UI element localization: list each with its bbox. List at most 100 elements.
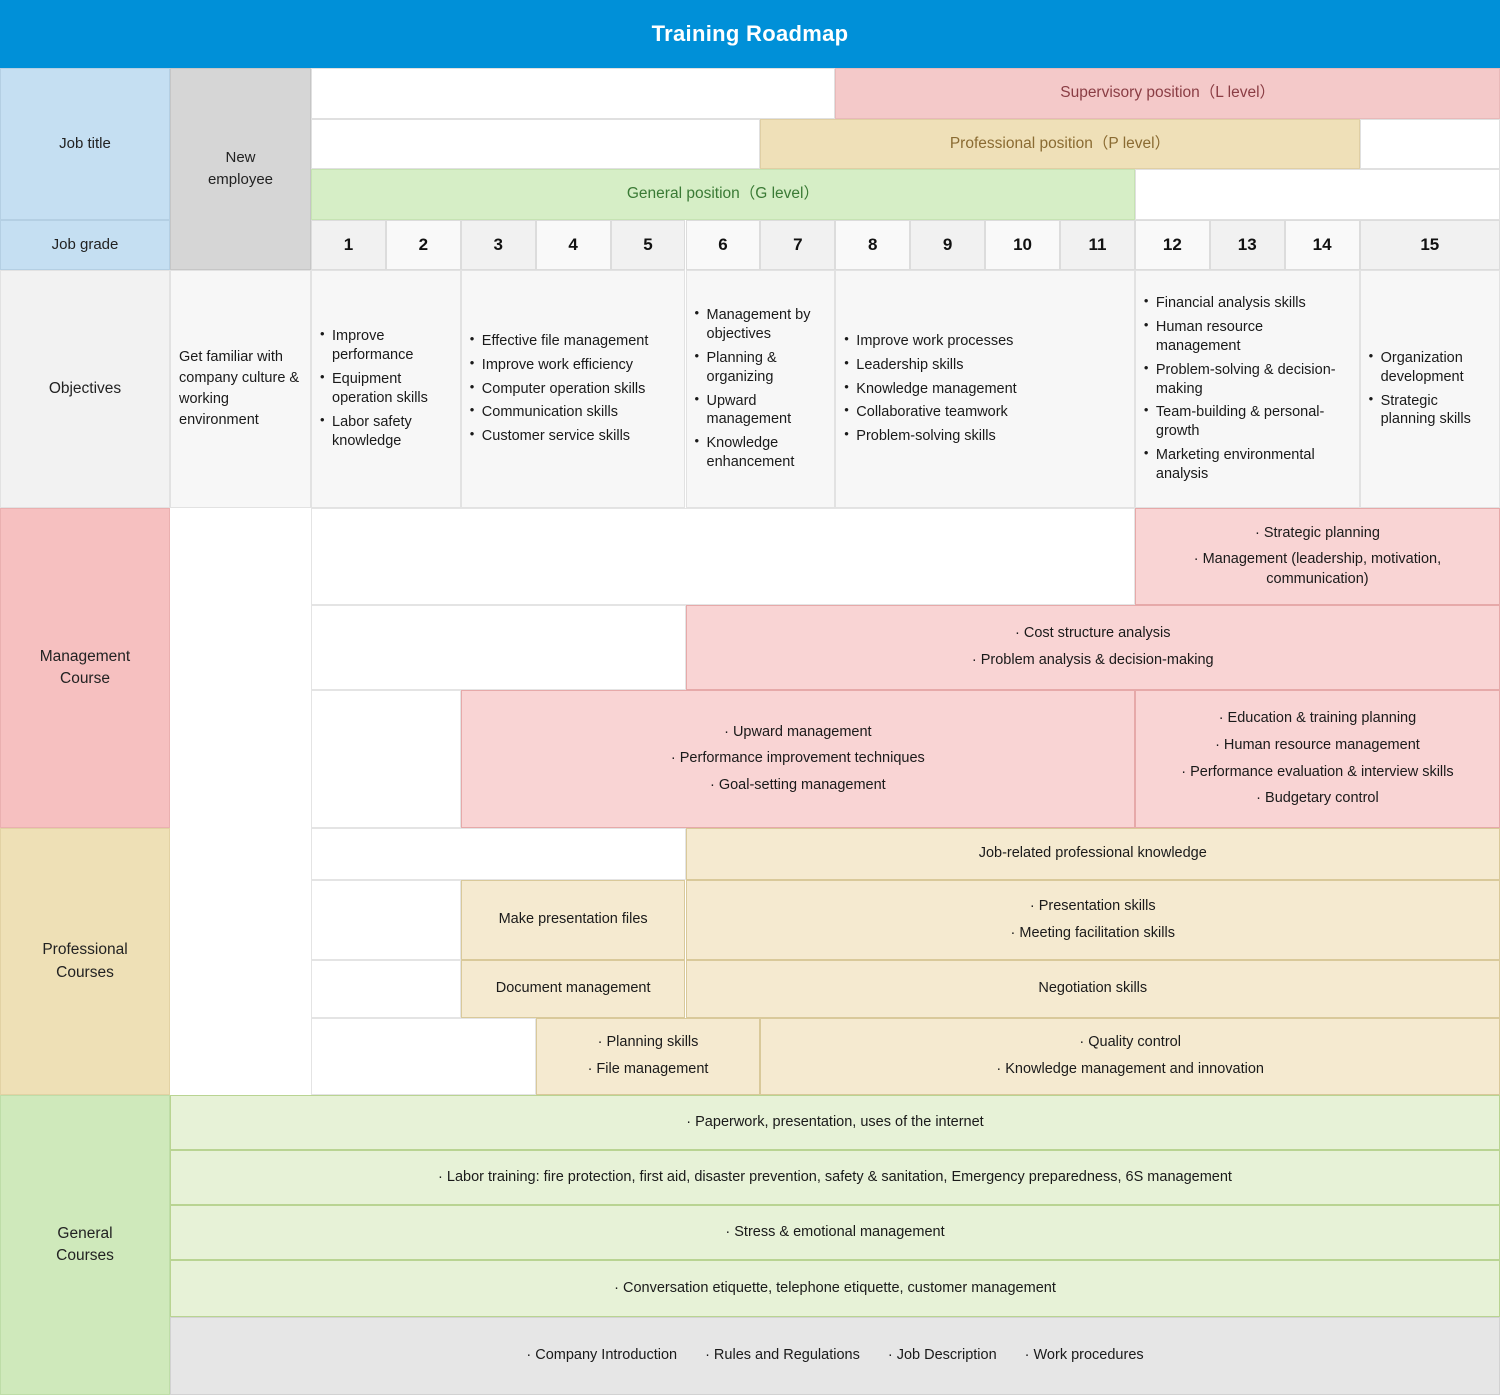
objective-item: Labor safety knowledge bbox=[320, 412, 452, 451]
grade-header-4: 4 bbox=[535, 220, 611, 270]
objective-item: Communication skills bbox=[470, 402, 677, 422]
objective-item: Planning & organizing bbox=[695, 348, 827, 387]
objective-item: Computer operation skills bbox=[470, 379, 677, 399]
course-line: · Company Introduction bbox=[526, 1347, 678, 1364]
objectives-group-6-7: Management by objectivesPlanning & organ… bbox=[685, 270, 836, 508]
row-label-objectives: Objectives bbox=[0, 270, 170, 508]
grade-header-13: 13 bbox=[1209, 220, 1285, 270]
objective-item: Management by objectives bbox=[695, 305, 827, 344]
course-line: · Presentation skills bbox=[1029, 897, 1156, 914]
position-band-supervisory: Supervisory position（L level） bbox=[835, 68, 1500, 119]
professional-course-cell-r2-c1 bbox=[311, 880, 461, 960]
objective-item: Upward management bbox=[695, 391, 827, 430]
grade-header-14: 14 bbox=[1284, 220, 1360, 270]
course-line: · Planning skills bbox=[597, 1034, 699, 1051]
course-line: · Performance improvement techniques bbox=[670, 750, 925, 767]
course-line: · Management (leadership, motivation, co… bbox=[1193, 551, 1442, 587]
objective-item: Organization development bbox=[1369, 348, 1491, 387]
grade-header-6: 6 bbox=[685, 220, 761, 270]
objective-item: Problem-solving & decision-making bbox=[1144, 360, 1351, 399]
course-line: · Strategic planning bbox=[1254, 524, 1380, 541]
management-course-cell-r2-c2: · Cost structure analysis · Problem analy… bbox=[685, 605, 1500, 690]
management-course-cell-r1-c1 bbox=[311, 508, 1135, 605]
row-label-job-grade: Job grade bbox=[0, 220, 170, 270]
course-line: · Goal-setting management bbox=[709, 776, 886, 793]
course-line: · Problem analysis & decision-making bbox=[971, 652, 1214, 668]
general-course-row-5: · Company Introduction · Rules and Regula… bbox=[170, 1317, 1500, 1395]
professional-course-cell-r3-c3: Negotiation skills bbox=[685, 960, 1500, 1018]
grade-header-3: 3 bbox=[460, 220, 536, 270]
band-empty-professional bbox=[311, 118, 761, 170]
page-title: Training Roadmap bbox=[0, 0, 1500, 68]
course-line: · Quality control bbox=[1079, 1034, 1181, 1051]
band-empty-right-professional bbox=[1359, 118, 1500, 170]
objectives-group-3-5: Effective file managementImprove work ef… bbox=[460, 270, 686, 508]
objective-item: Problem-solving skills bbox=[844, 426, 1126, 446]
grade-header-1: 1 bbox=[311, 220, 386, 270]
grade-header-10: 10 bbox=[985, 220, 1060, 270]
course-line: · Meeting facilitation skills bbox=[1010, 924, 1175, 941]
objectives-group-8-11: Improve work processesLeadership skillsK… bbox=[835, 270, 1135, 508]
course-line: · Cost structure analysis bbox=[1014, 625, 1171, 642]
course-line: · Work procedures bbox=[1024, 1347, 1144, 1364]
grade-header-12: 12 bbox=[1134, 220, 1210, 270]
objective-item: Team-building & personal-growth bbox=[1144, 402, 1351, 441]
position-band-professional: Professional position（P level） bbox=[760, 118, 1360, 170]
course-line: · Upward management bbox=[724, 723, 872, 740]
objective-item: Financial analysis skills bbox=[1144, 293, 1351, 313]
course-line: · Rules and Regulations bbox=[705, 1347, 860, 1364]
professional-course-cell-r4-c2: · Planning skills · File management bbox=[535, 1018, 761, 1095]
objectives-group-15: Organization developmentStrategic planni… bbox=[1359, 270, 1500, 508]
course-line: · Paperwork, presentation, uses of the i… bbox=[686, 1113, 984, 1130]
grade-header-7: 7 bbox=[760, 220, 836, 270]
course-line: · Stress & emotional management bbox=[725, 1223, 945, 1240]
objective-item: Improve work processes bbox=[844, 331, 1126, 351]
grade-header-8: 8 bbox=[835, 220, 911, 270]
course-line: Job-related professional knowledge bbox=[978, 845, 1207, 862]
grade-header-11: 11 bbox=[1060, 220, 1135, 270]
professional-course-cell-r2-c2: Make presentation files bbox=[460, 880, 686, 960]
management-course-cell-r1-c2: · Strategic planning · Management (leader… bbox=[1134, 508, 1500, 605]
course-line: · Labor training: fire protection, first… bbox=[438, 1168, 1232, 1185]
course-line: Negotiation skills bbox=[1038, 980, 1148, 997]
professional-course-cell-r3-c1 bbox=[311, 960, 461, 1018]
band-empty-right-general bbox=[1134, 169, 1500, 220]
course-line: · Job Description bbox=[887, 1347, 997, 1364]
row-label-job-title: Job title bbox=[0, 68, 170, 220]
objective-item: Equipment operation skills bbox=[320, 369, 452, 408]
course-line: · Education & training planning bbox=[1218, 710, 1417, 727]
objective-item: Knowledge management bbox=[844, 379, 1126, 399]
professional-course-cell-r4-c1 bbox=[311, 1018, 536, 1095]
course-line: · File management bbox=[587, 1061, 709, 1077]
management-course-cell-r3-c3: · Education & training planning · Human r… bbox=[1134, 690, 1500, 828]
objective-item: Customer service skills bbox=[470, 426, 677, 446]
course-line: · Conversation etiquette, telephone etiq… bbox=[614, 1279, 1056, 1296]
objective-item: Marketing environmental analysis bbox=[1144, 445, 1351, 484]
management-course-cell-r3-c1 bbox=[311, 690, 461, 828]
professional-course-cell-r4-c3: · Quality control· Knowledge management … bbox=[760, 1018, 1500, 1095]
objective-item: Knowledge enhancement bbox=[695, 433, 827, 472]
objective-item: Leadership skills bbox=[844, 355, 1126, 375]
objectives-new-employee: Get familiar with company culture & work… bbox=[170, 270, 311, 508]
professional-course-cell-r1-c2: Job-related professional knowledge bbox=[685, 828, 1500, 880]
grade-header-2: 2 bbox=[385, 220, 461, 270]
grade-header-9: 9 bbox=[910, 220, 986, 270]
general-course-row-1: · Paperwork, presentation, uses of the i… bbox=[170, 1095, 1500, 1150]
course-line: · Performance evaluation & interview ski… bbox=[1181, 763, 1454, 780]
band-empty-supervisory bbox=[311, 68, 836, 119]
course-line: · Human resource management bbox=[1215, 736, 1420, 753]
general-course-row-3: · Stress & emotional management bbox=[170, 1205, 1500, 1260]
objective-item: Improve work efficiency bbox=[470, 355, 677, 375]
objective-item: Improve performance bbox=[320, 326, 452, 365]
course-line: · Budgetary control bbox=[1256, 790, 1379, 807]
course-line: Make presentation files bbox=[498, 911, 648, 928]
professional-course-cell-r2-c3: · Presentation skills · Meeting facilitat… bbox=[685, 880, 1500, 960]
professional-course-cell-r3-c2: Document management bbox=[460, 960, 686, 1018]
course-line: Document management bbox=[495, 980, 651, 997]
general-course-row-4: · Conversation etiquette, telephone etiq… bbox=[170, 1260, 1500, 1317]
